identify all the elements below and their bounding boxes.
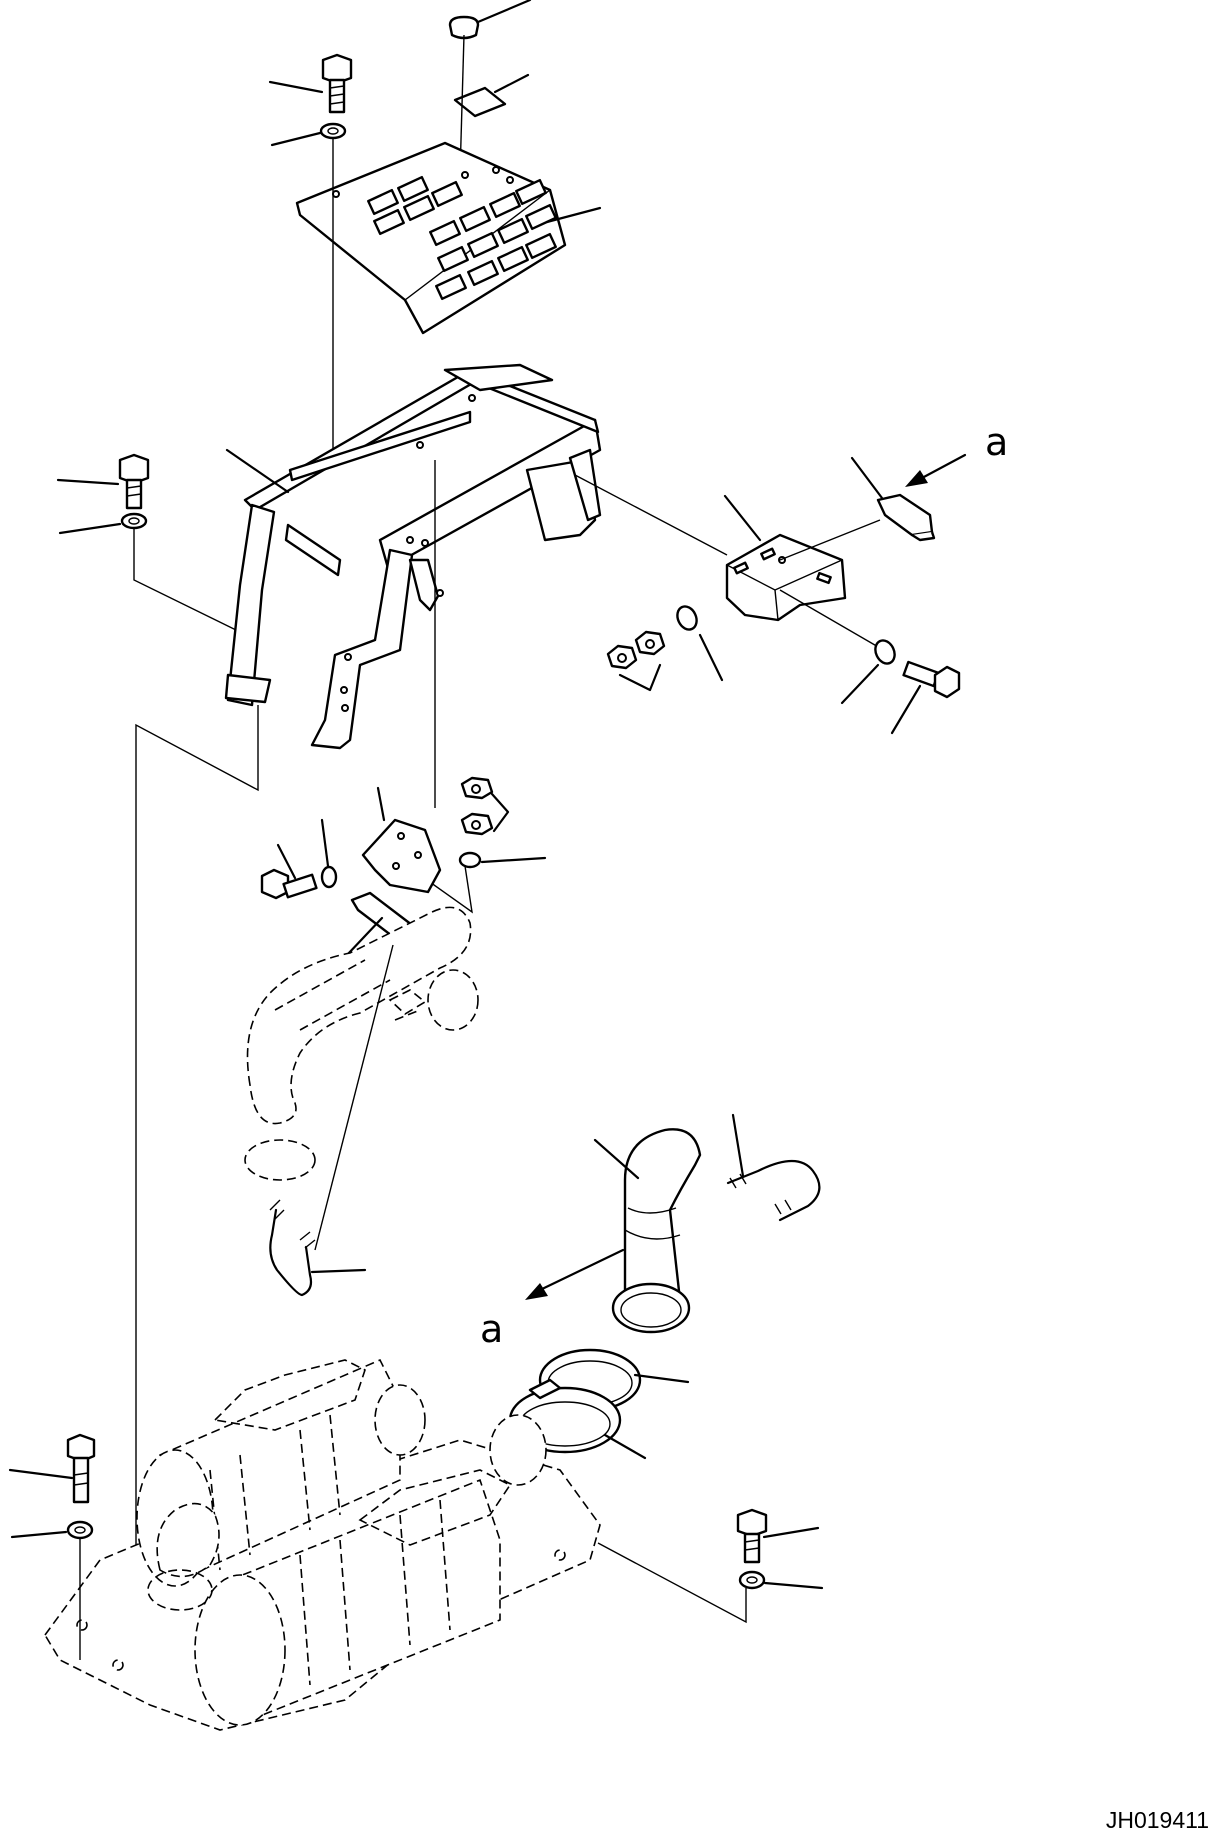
nuts-mid-leader xyxy=(490,792,510,833)
exhaust-bracket xyxy=(361,786,442,894)
view-arrow-bottom: a xyxy=(480,1248,625,1351)
seal-plate xyxy=(453,73,530,118)
elbow-outlet-dashed xyxy=(147,1502,220,1611)
view-arrow-letter-bottom: a xyxy=(480,1307,503,1351)
bolt-mid xyxy=(260,843,318,900)
u-bolt-right xyxy=(726,1113,821,1222)
view-arrow-top: a xyxy=(905,420,1008,487)
cover-plate xyxy=(295,141,602,335)
leader-base-right xyxy=(597,1542,747,1624)
bolt-right xyxy=(890,660,961,735)
drawing-number: JH019411 xyxy=(1106,1807,1209,1833)
washer-frame-left xyxy=(58,512,148,535)
leader-strap-to-ubolt xyxy=(314,944,394,1251)
washer-base-right xyxy=(738,1570,824,1590)
washer-mid-left xyxy=(320,818,338,889)
leader-bracket-to-clip xyxy=(779,519,881,561)
washer-right-1 xyxy=(676,605,724,682)
washer-base-left xyxy=(10,1520,94,1540)
nuts-leader xyxy=(618,663,662,692)
tail-pipe-elbow xyxy=(593,1128,702,1334)
bolt-base-left xyxy=(8,1433,96,1504)
nut-mid-1 xyxy=(460,776,494,800)
nut-right-1 xyxy=(606,644,638,670)
leader-bracket-to-bolt xyxy=(779,589,881,649)
bolt-top-left xyxy=(268,53,353,114)
leader-washer-to-leg xyxy=(133,528,237,631)
leader-leg-to-base xyxy=(135,705,259,1670)
bolt-frame-left xyxy=(56,453,150,510)
nut-right-2 xyxy=(634,630,666,656)
clip-bracket xyxy=(850,456,936,542)
leader-washer-mid xyxy=(419,865,473,914)
mounting-bracket xyxy=(723,494,847,622)
leader-frame-to-bracket xyxy=(574,474,728,556)
washer-mid xyxy=(458,851,547,869)
rubber-cap xyxy=(448,0,532,40)
scr-canister-lower xyxy=(194,1414,547,1726)
nut-mid-2 xyxy=(460,812,494,836)
washer-top-left xyxy=(270,122,347,147)
u-bolt-mid xyxy=(269,1199,367,1297)
view-arrow-letter-top: a xyxy=(985,420,1008,464)
support-frame xyxy=(224,363,602,750)
washer-right-2 xyxy=(840,639,896,705)
exhaust-tube-dashed xyxy=(244,906,479,1181)
bolt-base-right xyxy=(736,1508,820,1564)
